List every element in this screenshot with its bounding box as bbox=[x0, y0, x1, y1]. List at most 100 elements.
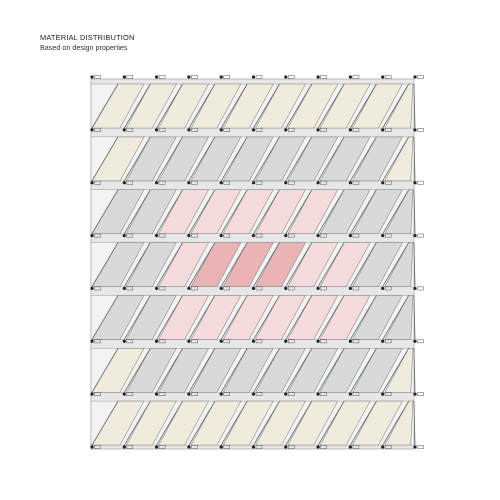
node-dot bbox=[413, 445, 417, 449]
node-dot bbox=[316, 339, 320, 343]
node-tag bbox=[384, 392, 392, 396]
mullion bbox=[253, 400, 280, 446]
node-dot bbox=[219, 445, 223, 449]
node-dot bbox=[316, 75, 320, 79]
mullion bbox=[123, 242, 151, 287]
node-dot bbox=[155, 233, 159, 238]
node-dot bbox=[284, 233, 288, 238]
mullion bbox=[156, 400, 183, 446]
node-tag bbox=[158, 180, 166, 185]
node-tag bbox=[223, 180, 230, 185]
node-dot bbox=[251, 286, 256, 291]
panel-r5-c3 bbox=[158, 295, 210, 340]
node-tag bbox=[417, 392, 424, 396]
panel-r1-c8 bbox=[319, 83, 371, 129]
mullion bbox=[220, 295, 248, 340]
node-tag bbox=[191, 445, 198, 449]
panel-r6-c10 bbox=[384, 347, 414, 393]
mullion bbox=[220, 242, 248, 287]
node-tag bbox=[352, 128, 360, 132]
node-tag bbox=[288, 180, 295, 185]
node-dot bbox=[187, 128, 191, 132]
node-markers bbox=[90, 75, 424, 449]
node-dot bbox=[348, 75, 352, 79]
panel-r2-c5 bbox=[222, 136, 274, 182]
node-tag bbox=[126, 75, 134, 79]
mullion bbox=[413, 295, 416, 340]
panel-r5-c10 bbox=[384, 295, 414, 340]
node-tag bbox=[191, 180, 198, 185]
mullion bbox=[220, 136, 248, 182]
mullion bbox=[317, 295, 345, 340]
mullion bbox=[123, 400, 151, 446]
node-tag bbox=[191, 233, 198, 238]
mullion bbox=[350, 83, 377, 129]
node-dot bbox=[122, 392, 126, 396]
mullion bbox=[220, 400, 248, 446]
node-dot bbox=[284, 128, 288, 132]
node-dot bbox=[155, 339, 159, 343]
node-dot bbox=[251, 445, 256, 449]
mullion bbox=[382, 242, 410, 287]
node-dot bbox=[284, 181, 288, 185]
mullion bbox=[123, 295, 151, 340]
panel-r1-c4 bbox=[190, 83, 242, 129]
panel-r4-c4 bbox=[190, 242, 242, 287]
node-dot bbox=[219, 339, 223, 343]
node-dot bbox=[187, 339, 191, 343]
node-tag bbox=[320, 445, 327, 449]
node-dot bbox=[90, 128, 94, 132]
mullion bbox=[382, 136, 410, 182]
node-tag bbox=[223, 339, 230, 344]
node-tag bbox=[126, 180, 134, 185]
mullion bbox=[382, 189, 410, 234]
node-dot bbox=[381, 75, 385, 79]
panel-r5-c5 bbox=[222, 295, 274, 340]
node-tag bbox=[158, 339, 166, 344]
panel-r1-c5 bbox=[222, 83, 274, 129]
node-tag bbox=[191, 392, 198, 396]
node-dot bbox=[413, 392, 417, 396]
mullion bbox=[350, 400, 377, 446]
node-tag bbox=[320, 75, 327, 79]
node-tag bbox=[352, 75, 360, 79]
node-tag bbox=[417, 445, 424, 449]
node-dot bbox=[90, 286, 94, 291]
panel-r3-c7 bbox=[287, 189, 339, 234]
mullion bbox=[350, 295, 377, 340]
node-tag bbox=[94, 392, 101, 396]
panel-r4-c6 bbox=[254, 242, 307, 287]
panel-r2-c10 bbox=[384, 136, 414, 182]
mullion bbox=[123, 189, 151, 234]
node-dot bbox=[316, 233, 320, 238]
panel-r5-c9 bbox=[351, 295, 403, 340]
node-dot bbox=[187, 75, 191, 79]
node-tag bbox=[158, 286, 166, 291]
node-dot bbox=[284, 339, 288, 343]
mullion bbox=[413, 242, 416, 287]
node-tag bbox=[223, 445, 230, 449]
node-dot bbox=[381, 128, 385, 132]
node-tag bbox=[94, 180, 101, 185]
panel-r2-c4 bbox=[190, 136, 242, 182]
node-dot bbox=[155, 181, 159, 185]
panel-r4-c8 bbox=[319, 242, 371, 287]
node-tag bbox=[223, 233, 230, 238]
node-dot bbox=[381, 339, 385, 343]
node-tag bbox=[352, 339, 360, 344]
node-dot bbox=[284, 445, 288, 449]
mullion bbox=[285, 242, 313, 287]
mullion bbox=[156, 136, 183, 182]
node-dot bbox=[90, 445, 94, 449]
panel-r6-c7 bbox=[287, 347, 339, 393]
node-tag bbox=[352, 180, 360, 185]
node-tag bbox=[384, 286, 392, 291]
node-dot bbox=[122, 445, 126, 449]
node-dot bbox=[316, 392, 320, 396]
mullion bbox=[156, 348, 183, 393]
panel-r2-c9 bbox=[351, 136, 403, 182]
node-dot bbox=[219, 128, 223, 132]
facade-panels bbox=[91, 83, 416, 446]
node-tag bbox=[417, 128, 424, 132]
node-tag bbox=[158, 128, 166, 132]
